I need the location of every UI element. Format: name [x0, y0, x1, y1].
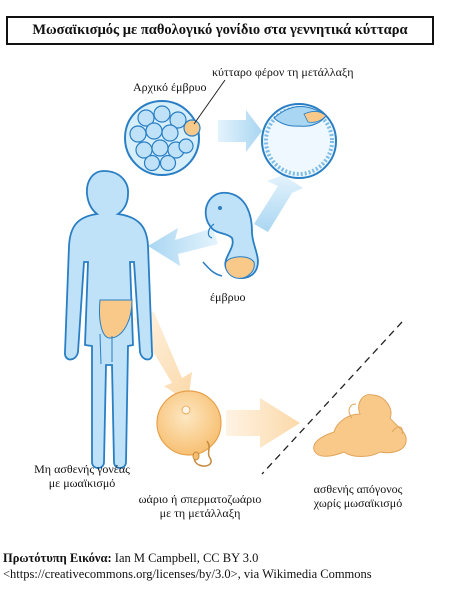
credit-label: Πρωτότυπη Εικόνα: — [3, 551, 112, 565]
blastocyst — [261, 103, 337, 179]
arrow-to-offspring — [226, 398, 300, 448]
label-offspring-line1: ασθενής απόγονος — [313, 482, 403, 496]
label-offspring: ασθενής απόγονος χωρίς μωσαϊκισμό — [298, 482, 418, 510]
title-box: Μωσαϊκισμός με παθολογικό γονίδιο στα γε… — [6, 16, 434, 45]
label-gamete-line2: με τη μετάλλαξη — [159, 506, 241, 520]
label-early-embryo: Αρχικό έμβρυο — [133, 80, 207, 94]
credit-license-link[interactable]: <https://creativecommons.org/licenses/by… — [3, 567, 372, 581]
early-embryo-cell — [124, 100, 201, 176]
arrow-to-embryo — [254, 175, 303, 232]
gamete-egg — [156, 390, 222, 467]
offspring-infant — [313, 394, 407, 457]
label-parent-line2: με μωαϊκισμό — [48, 476, 116, 490]
mutant-cell-pointer — [193, 79, 226, 125]
embryo-figure — [202, 192, 259, 279]
credit-text: Ian M Campbell, CC BY 3.0 — [111, 551, 259, 565]
separator-line — [261, 321, 403, 475]
label-parent: Μη ασθενής γονέας με μωαϊκισμό — [22, 462, 142, 490]
parent-body — [64, 170, 154, 469]
parent-gonad — [99, 299, 133, 339]
image-credit: Πρωτότυπη Εικόνα: Ian M Campbell, CC BY … — [3, 550, 372, 582]
label-mutant-cell: κύτταρο φέρον τη μετάλλαξη — [212, 65, 354, 79]
arrow-to-parent — [148, 228, 218, 266]
diagram-title: Μωσαϊκισμός με παθολογικό γονίδιο στα γε… — [32, 22, 408, 38]
label-offspring-line2: χωρίς μωσαϊκισμό — [313, 496, 403, 510]
sperm — [193, 440, 212, 467]
label-gamete-line1: ωάριο ή σπερματοζωάριο — [138, 492, 262, 506]
label-gamete: ωάριο ή σπερματοζωάριο με τη μετάλλαξη — [125, 492, 275, 520]
mutant-cell — [183, 119, 201, 137]
label-embryo: έμβρυο — [210, 290, 246, 304]
label-parent-line1: Μη ασθενής γονέας — [34, 462, 130, 476]
arrow-to-blastocyst — [218, 110, 262, 152]
